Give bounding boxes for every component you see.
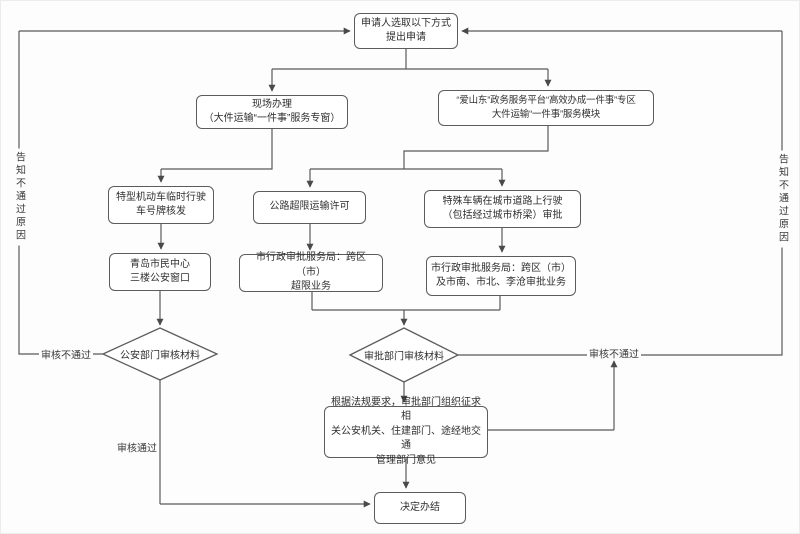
node-road-permit: 公路超限运输许可: [253, 191, 366, 224]
node-onsite: 现场办理 （大件运输“一件事”服务专窗）: [196, 95, 348, 129]
node-police-window: 青岛市民中心 三楼公安窗口: [109, 253, 211, 291]
node-apply: 申请人选取以下方式 提出申请: [354, 13, 458, 49]
node-conclude: 决定办结: [374, 492, 466, 524]
diamond-police-review-label: 公安部门审核材料: [120, 350, 200, 362]
node-plate: 特型机动车临时行驶 车号牌核发: [108, 186, 214, 224]
edge-label-left-notify: 告知不通过原因: [11, 148, 27, 246]
diamond-police-review: [101, 327, 219, 381]
edge-label-right-fail: 审核不通过: [587, 345, 641, 361]
edge-label-left-fail: 审核不通过: [39, 346, 93, 362]
diamond-approval-review: [348, 327, 460, 383]
node-bureau-special: 市行政审批服务局：跨区（市） 及市南、市北、李沧审批业务: [426, 256, 576, 296]
edge-label-left-pass: 审核通过: [117, 443, 157, 455]
node-special-vehicle: 特殊车辆在城市道路上行驶 （包括经过城市桥梁）审批: [424, 190, 581, 228]
node-bureau-road: 市行政审批服务局：跨区（市） 超限业务: [239, 252, 383, 292]
diamond-approval-review-label: 审批部门审核材料: [364, 351, 444, 363]
node-consult: 根据法规要求，审批部门组织征求相 关公安机关、住建部门、途经地交通 管理部门意见: [324, 397, 488, 466]
node-platform: “爱山东”政务服务平台“高效办成一件事”专区 大件运输“一件事”服务模块: [438, 90, 654, 126]
connector-lines: [18, 31, 783, 504]
edge-label-right-notify: 告知不通过原因: [774, 150, 790, 248]
